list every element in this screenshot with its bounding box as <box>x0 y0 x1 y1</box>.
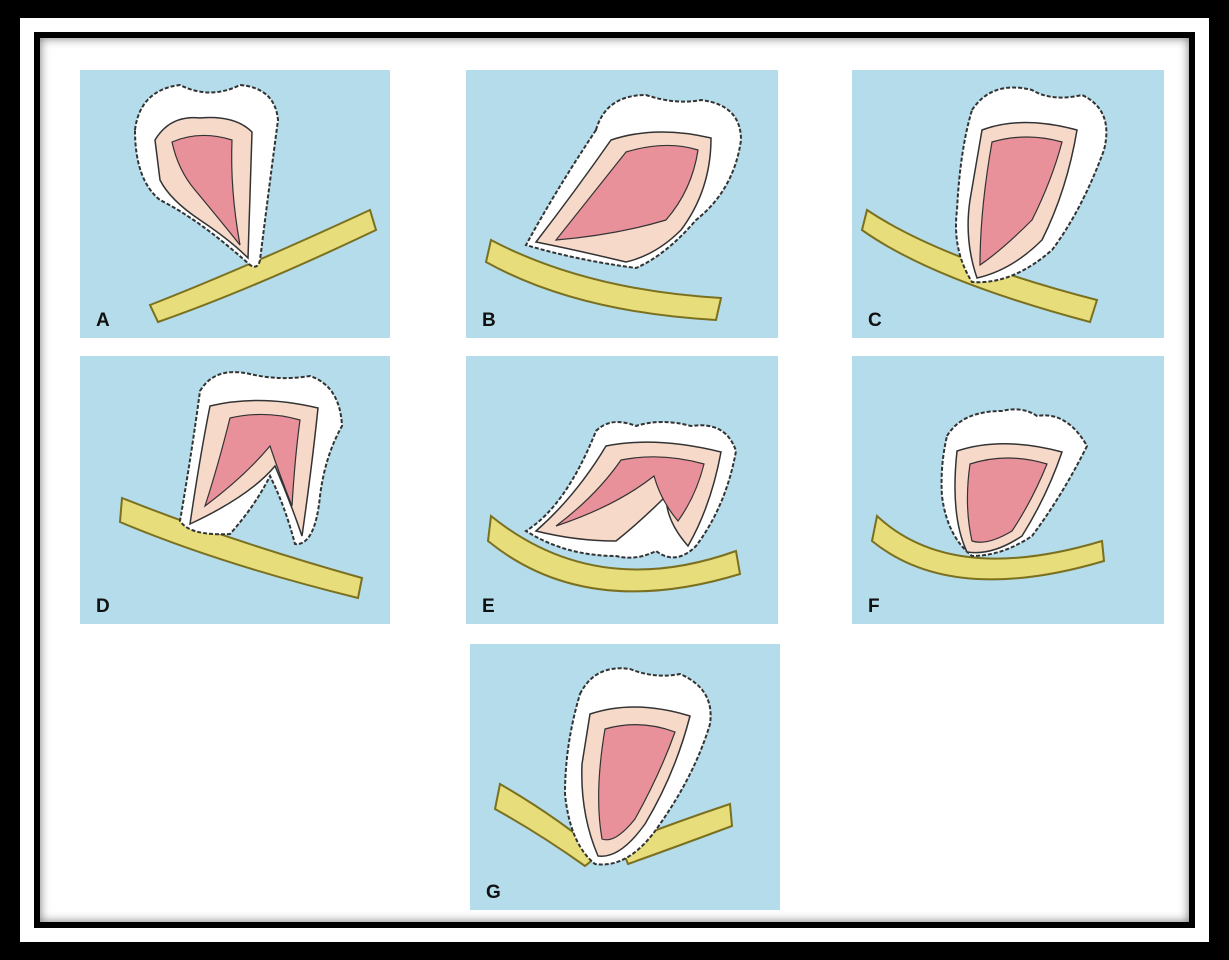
tooth-diagram-b <box>466 70 778 338</box>
panel-label-d: D <box>96 596 110 618</box>
panel-g: G <box>470 644 780 910</box>
tooth-diagram-c <box>852 70 1164 338</box>
panel-d: D <box>80 356 390 624</box>
panel-b: B <box>466 70 778 338</box>
tooth-diagram-g <box>470 644 780 910</box>
panel-f: F <box>852 356 1164 624</box>
panel-label-b: B <box>482 310 496 332</box>
panel-label-f: F <box>868 596 880 618</box>
panel-label-g: G <box>486 882 501 904</box>
tooth-diagram-a <box>80 70 390 338</box>
tooth-diagram-e <box>466 356 778 624</box>
tooth-diagram-f <box>852 356 1164 624</box>
panel-e: E <box>466 356 778 624</box>
panel-label-a: A <box>96 310 110 332</box>
panel-c: C <box>852 70 1164 338</box>
panel-label-e: E <box>482 596 495 618</box>
panel-label-c: C <box>868 310 882 332</box>
tooth-diagram-d <box>80 356 390 624</box>
panel-a: A <box>80 70 390 338</box>
